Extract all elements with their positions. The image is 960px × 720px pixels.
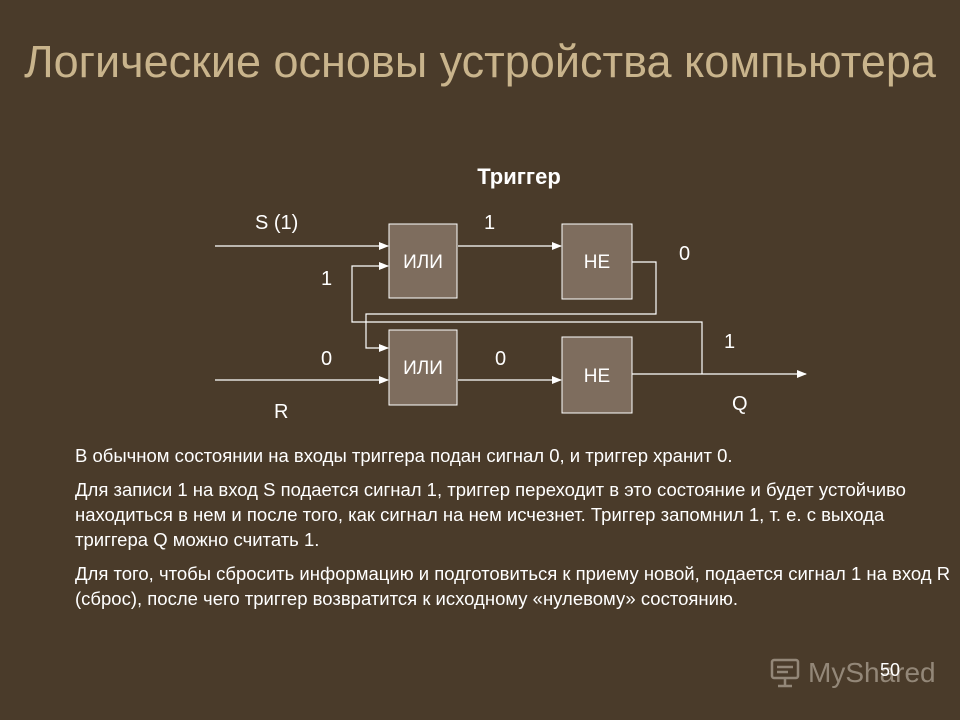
slide-title: Логические основы устройства компьютера [24,36,936,87]
or-bottom-output-label: 0 [495,348,506,370]
diagram-heading: Триггер [477,164,561,189]
or-gate-bottom-label: ИЛИ [403,358,443,379]
explanation-text: В обычном состоянии на входы триггера по… [75,443,955,620]
s-input-label: S (1) [255,212,298,234]
or-gate-top-label: ИЛИ [403,252,443,273]
not-top-output-label: 0 [679,243,690,265]
feedback-top-label: 1 [321,268,332,290]
page-number: 50 [880,660,901,680]
watermark: MyShared [768,656,936,690]
watermark-text: MyShared [808,657,936,688]
not-gate-top: НЕ [561,223,633,300]
feedback-bottom-wire [351,262,703,374]
not-gate-top-label: НЕ [584,252,610,273]
feedback-top-wire [365,261,657,352]
paragraph-normal-state: В обычном состоянии на входы триггера по… [75,445,733,466]
presentation-board-icon [770,658,800,688]
paragraph-write-one: Для записи 1 на вход S подается сигнал 1… [75,479,906,550]
r-value-label: 0 [321,348,332,370]
not-gate-bottom: НЕ [561,336,633,414]
or-top-output-label: 1 [484,212,495,234]
r-input-label: R [274,401,288,423]
not-gate-bottom-label: НЕ [584,366,610,387]
paragraph-reset: Для того, чтобы сбросить информацию и по… [75,563,951,609]
q-output-label: Q [732,393,748,415]
not-bottom-output-label: 1 [724,331,735,353]
or-gate-bottom: ИЛИ [388,329,458,406]
or-gate-top: ИЛИ [388,223,458,299]
